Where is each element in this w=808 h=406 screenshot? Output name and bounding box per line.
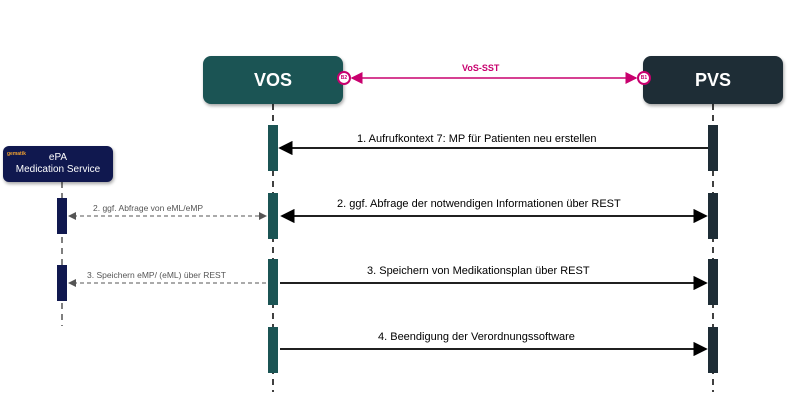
vos-label: VOS bbox=[253, 69, 292, 90]
b2-badge: B2 bbox=[337, 71, 351, 85]
vos-activation-3 bbox=[268, 259, 278, 305]
message-2b-label: 2. ggf. Abfrage von eML/eMP bbox=[93, 203, 204, 213]
vos-activation-1 bbox=[268, 125, 278, 171]
epa-activation-1 bbox=[57, 198, 67, 234]
pvs-activation-1 bbox=[708, 125, 718, 171]
pvs-label: PVS bbox=[694, 69, 732, 90]
pvs-activation-3 bbox=[708, 259, 718, 305]
vos-activation-4 bbox=[268, 327, 278, 373]
pvs-activation-4 bbox=[708, 327, 718, 373]
epa-participant: gematik ePA Medication Service bbox=[3, 146, 113, 182]
message-3-label: 3. Speichern von Medikationsplan über RE… bbox=[367, 265, 590, 277]
gematik-logo: gematik bbox=[7, 151, 26, 157]
b1-badge: B1 bbox=[637, 71, 651, 85]
message-2-label: 2. ggf. Abfrage der notwendigen Informat… bbox=[337, 198, 621, 210]
vos-sst-label: VoS-SST bbox=[462, 63, 500, 73]
message-3b-label: 3. Speichern eMP/ (eML) über REST bbox=[87, 270, 226, 280]
pvs-participant: PVS bbox=[643, 56, 783, 104]
vos-participant: VOS bbox=[203, 56, 343, 104]
vos-activation-2 bbox=[268, 193, 278, 239]
epa-activation-2 bbox=[57, 265, 67, 301]
epa-label-line1: ePA bbox=[48, 152, 68, 163]
pvs-activation-2 bbox=[708, 193, 718, 239]
message-1-label: 1. Aufrufkontext 7: MP für Patienten neu… bbox=[357, 133, 597, 145]
epa-label-line2: Medication Service bbox=[15, 164, 101, 175]
message-4-label: 4. Beendigung der Verordnungssoftware bbox=[378, 331, 575, 343]
